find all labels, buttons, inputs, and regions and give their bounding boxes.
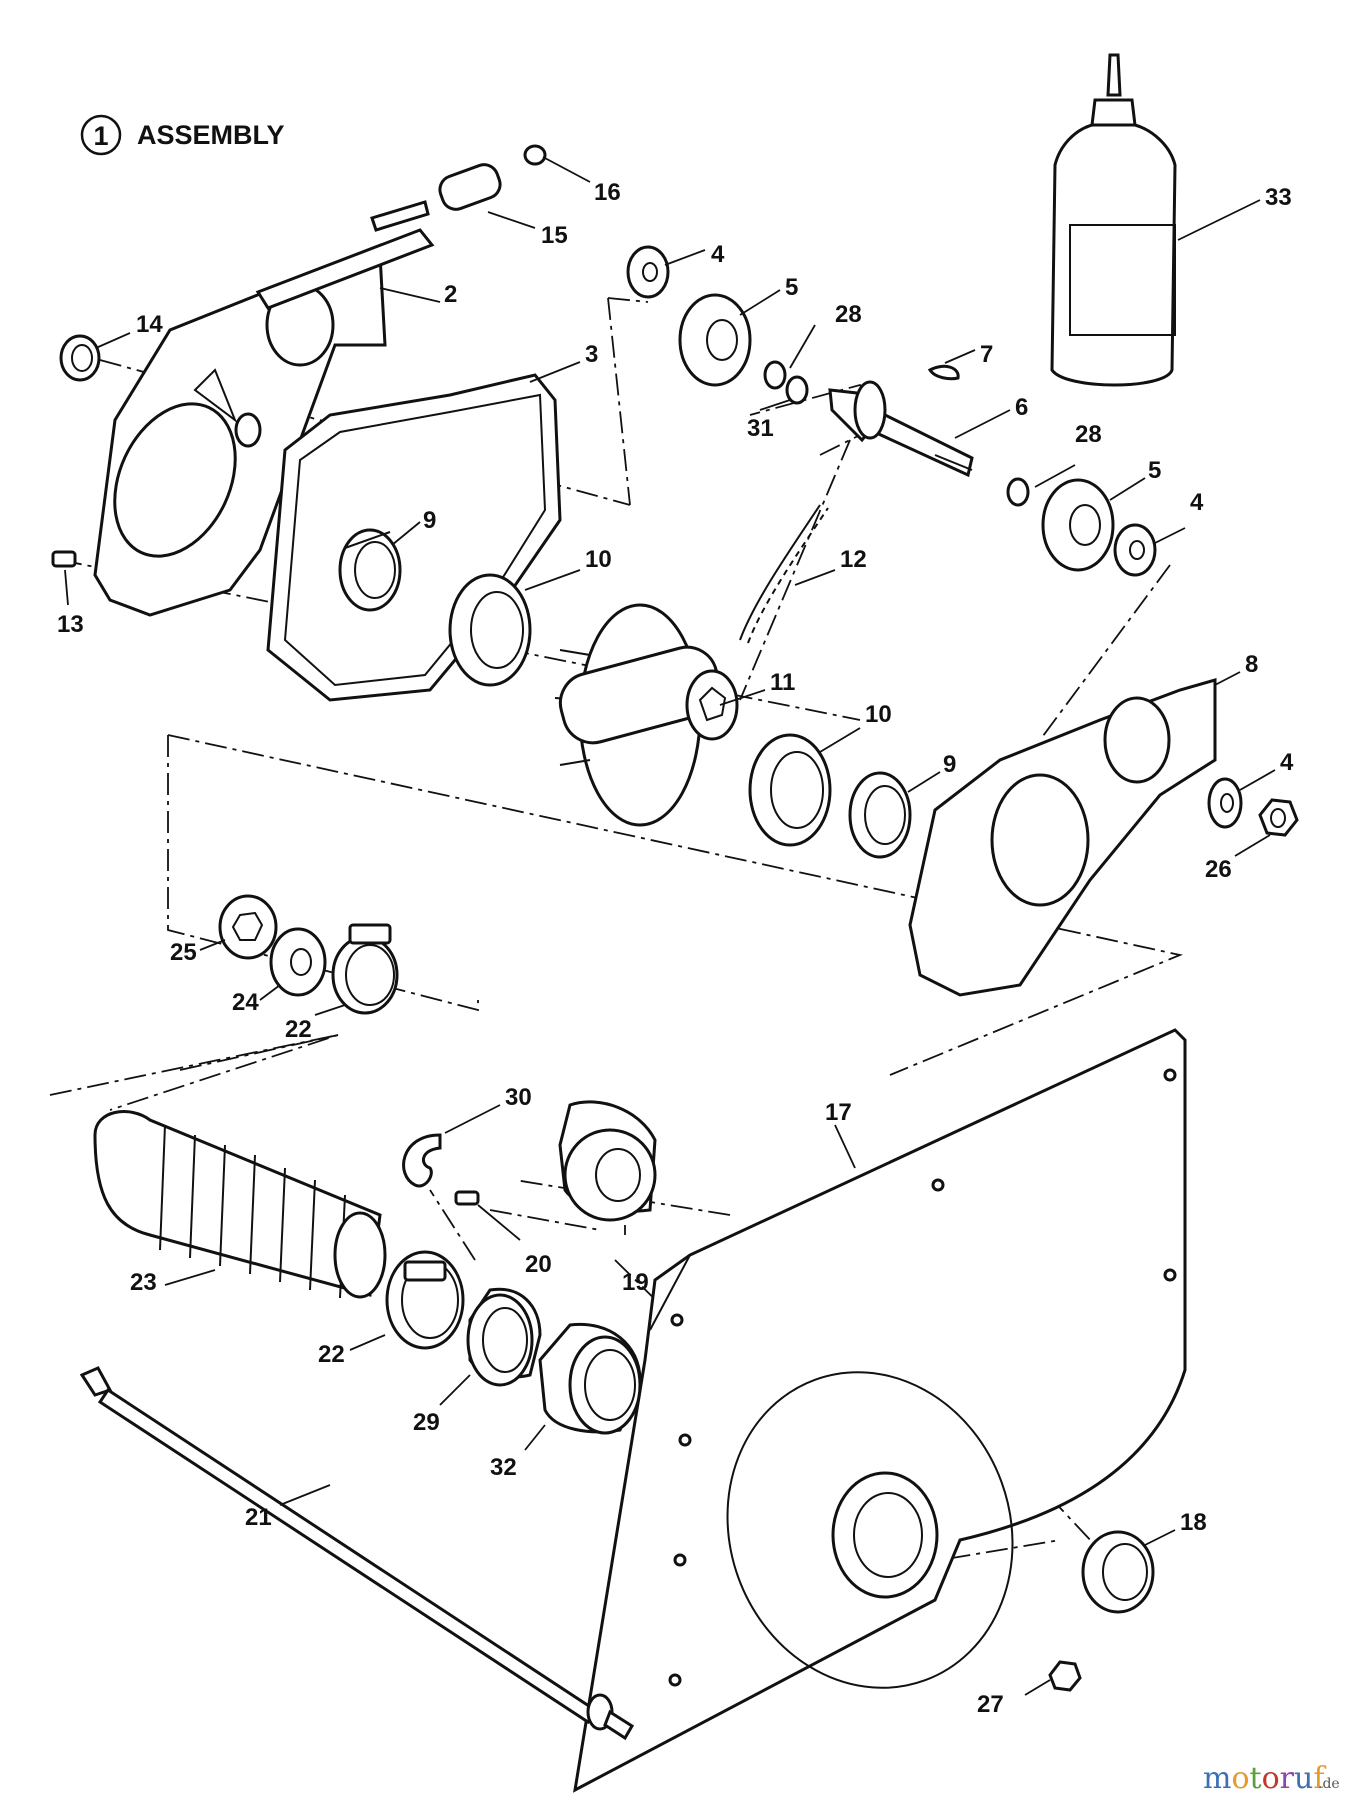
washer-4-right: [1207, 777, 1243, 829]
callout-10-upper: 10: [585, 546, 612, 573]
callout-32: 32: [490, 1454, 517, 1481]
needle-bearing-9-upper: [338, 528, 402, 612]
callout-29: 29: [413, 1409, 440, 1436]
flat-washer-24: [269, 927, 327, 997]
clip-30: [402, 1133, 442, 1188]
callout-19: 19: [622, 1269, 649, 1296]
callout-9-upper: 9: [423, 507, 436, 534]
seal-14: [59, 334, 101, 382]
hose-clamp-22-upper: [331, 923, 399, 1015]
watermark-brand: motoruf: [1203, 1761, 1326, 1796]
lower-bearing-5: [1041, 478, 1115, 572]
callout-13: 13: [57, 611, 84, 638]
callout-labels: 16 15 2 14 3 4 5 28 7 6 31 28 5 4 33 9 1…: [57, 179, 1294, 1718]
callout-21: 21: [245, 1504, 272, 1531]
sprocket-hub-11: [554, 603, 739, 827]
collar-18: [1081, 1530, 1155, 1614]
oil-seal-10-upper: [448, 573, 532, 687]
assembly-number-circle: [80, 114, 122, 156]
hex-washer-25: [218, 894, 278, 960]
callout-22-lower: 22: [318, 1341, 345, 1368]
callout-28-top: 28: [835, 301, 862, 328]
callout-4-lower: 4: [1190, 489, 1204, 516]
watermark-suffix: .de: [1318, 1776, 1340, 1792]
callout-16: 16: [594, 179, 621, 206]
upper-bearing-5: [678, 293, 752, 387]
callout-14: 14: [136, 311, 163, 338]
callout-33: 33: [1265, 184, 1292, 211]
spacer-28-lower: [1006, 477, 1030, 507]
nut-27: [1048, 1660, 1082, 1692]
watermark-letter: t: [1250, 1761, 1262, 1796]
callout-9-lower: 9: [943, 751, 956, 778]
callout-11: 11: [770, 669, 795, 696]
oil-seal-10-lower: [748, 733, 832, 847]
callout-3: 3: [585, 341, 598, 368]
bushing-29: [466, 1287, 542, 1387]
callout-7: 7: [980, 341, 993, 368]
pin-and-sleeve: [370, 144, 547, 232]
callout-25: 25: [170, 939, 197, 966]
callout-18: 18: [1180, 1509, 1207, 1536]
callout-15: 15: [541, 222, 568, 249]
assembly-title-text: ASSEMBLY: [137, 120, 285, 150]
chain-12: [739, 504, 829, 644]
watermark-logo: motoruf .de: [1203, 1761, 1340, 1796]
callout-22-upper: 22: [285, 1016, 312, 1043]
bushing-19: [558, 1100, 657, 1222]
callout-28-lower: 28: [1075, 421, 1102, 448]
callout-5-lower: 5: [1148, 457, 1161, 484]
hose-clamp-22-lower: [385, 1250, 465, 1350]
spacer-31: [785, 375, 809, 405]
assembly-number: 1: [93, 121, 108, 151]
rubber-boot-23: [93, 1110, 387, 1299]
coupling-32: [538, 1322, 642, 1435]
set-screw-20: [454, 1190, 480, 1206]
woodruff-key-7: [927, 364, 960, 381]
bolt-13: [51, 550, 77, 568]
callout-2: 2: [444, 281, 457, 308]
spacer-28-upper: [763, 360, 787, 390]
callout-17: 17: [825, 1099, 852, 1126]
watermark-letter: u: [1294, 1761, 1313, 1796]
watermark-letter: f: [1313, 1761, 1326, 1796]
watermark-letter: o: [1262, 1761, 1280, 1796]
assembly-title: 1 ASSEMBLY: [80, 114, 285, 156]
lower-washer-4: [1113, 523, 1157, 577]
watermark-letter: m: [1203, 1761, 1231, 1796]
callout-30: 30: [505, 1084, 532, 1111]
callout-23: 23: [130, 1269, 157, 1296]
upper-washer-4: [626, 245, 670, 299]
callout-24: 24: [232, 989, 259, 1016]
callout-5-top: 5: [785, 274, 798, 301]
nut-26: [1258, 798, 1299, 837]
callout-6: 6: [1015, 394, 1028, 421]
callout-31: 31: [747, 415, 774, 442]
rod-21: [79, 1366, 635, 1741]
front-cover-plate: [93, 228, 435, 617]
callout-20: 20: [525, 1251, 552, 1278]
callout-26: 26: [1205, 856, 1232, 883]
leader-lines: [64, 156, 1276, 1696]
callout-27: 27: [977, 1691, 1004, 1718]
lower-housing-17: [573, 1028, 1187, 1793]
rear-cover-plate: [908, 678, 1217, 997]
callout-10-lower: 10: [865, 701, 892, 728]
watermark-letter: o: [1231, 1761, 1249, 1796]
callout-4-right: 4: [1280, 749, 1294, 776]
drive-shaft-6: [828, 380, 974, 478]
watermark-letter: r: [1280, 1761, 1295, 1796]
oil-bottle-33: [1050, 53, 1177, 387]
callout-12: 12: [840, 546, 867, 573]
callout-8: 8: [1245, 651, 1258, 678]
callout-4-top: 4: [711, 241, 725, 268]
needle-bearing-9-lower: [848, 771, 912, 859]
